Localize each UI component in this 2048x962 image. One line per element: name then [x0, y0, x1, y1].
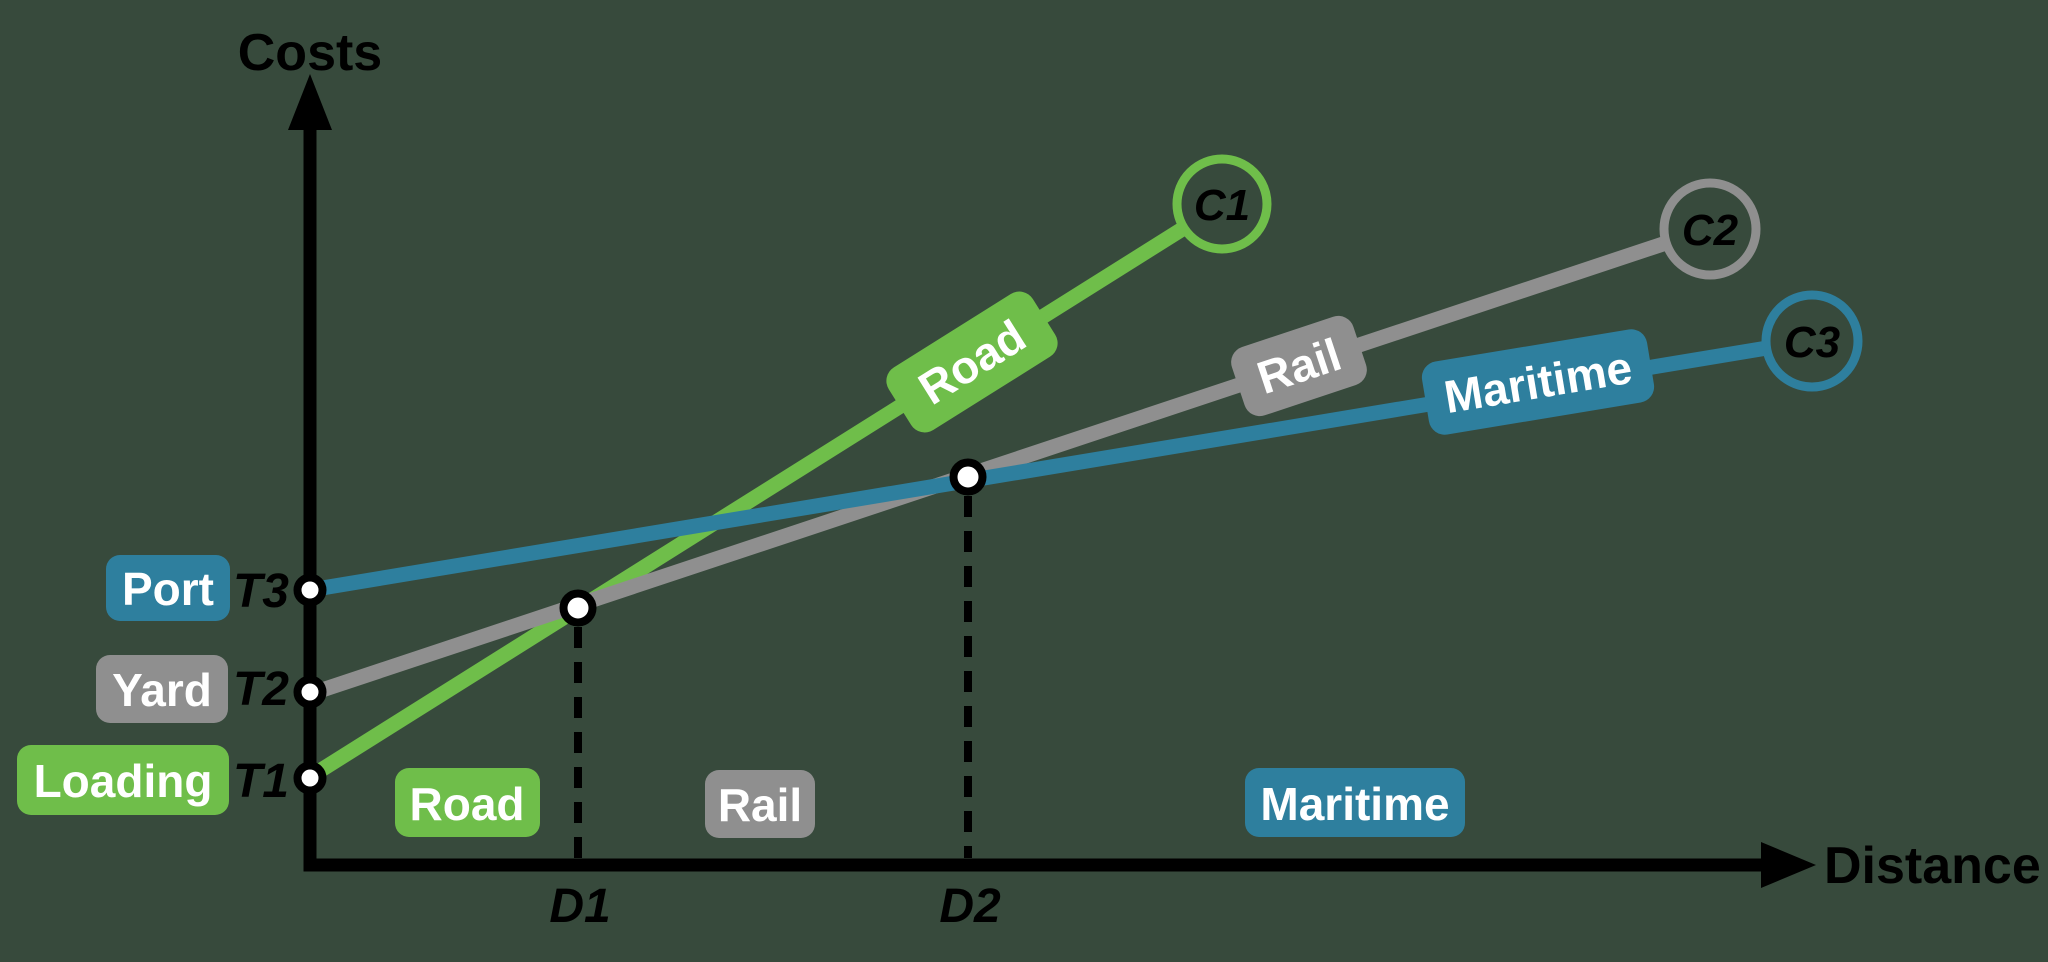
- t3-intercept-marker: [293, 573, 327, 607]
- road-rail-crossover-marker: [559, 589, 597, 627]
- port-badge-label: Port: [122, 563, 214, 615]
- t2-intercept-marker: [293, 675, 327, 709]
- road-region-badge-box: [395, 768, 540, 837]
- y-axis-title: Costs: [238, 24, 382, 82]
- x-axis-title: Distance: [1824, 837, 2041, 895]
- c2-end-circle: [1659, 178, 1761, 280]
- loading-badge-label: Loading: [34, 755, 213, 807]
- c2-end-circle-label: C2: [1682, 206, 1739, 255]
- yard-badge-box: [96, 655, 228, 723]
- t1-intercept-marker: [293, 761, 327, 795]
- rail-region-badge-box: [705, 770, 815, 838]
- x-axis-arrowhead-icon: [1761, 842, 1816, 888]
- c1-end-circle-label: C1: [1194, 181, 1250, 230]
- c1-end-circle: [1172, 154, 1272, 254]
- t1-tick-label: T1: [233, 755, 289, 808]
- c3-end-circle-label: C3: [1784, 318, 1840, 367]
- maritime-region-badge-box: [1245, 768, 1465, 837]
- y-axis-arrowhead-icon: [288, 74, 332, 130]
- c3-end-circle: [1761, 290, 1863, 392]
- d1-tick-label: D1: [549, 880, 610, 933]
- road-line-badge-box: [886, 291, 1058, 433]
- rail-region-badge-label: Rail: [718, 779, 802, 831]
- road-region-badge-label: Road: [410, 778, 525, 830]
- t3-tick-label: T3: [233, 565, 289, 618]
- maritime-region-badge-label: Maritime: [1260, 778, 1449, 830]
- port-badge-box: [106, 555, 230, 621]
- rail-line-badge: Rail: [1231, 315, 1367, 417]
- loading-badge-box: [17, 745, 229, 815]
- d2-tick-label: D2: [939, 880, 1001, 933]
- rail-line-badge-box: [1231, 315, 1367, 417]
- rail-cost-line: [307, 235, 1669, 702]
- t2-tick-label: T2: [233, 663, 289, 716]
- maritime-line-badge-box: [1421, 329, 1655, 435]
- rail-maritime-crossover-marker: [949, 458, 987, 496]
- yard-badge-label: Yard: [112, 664, 212, 716]
